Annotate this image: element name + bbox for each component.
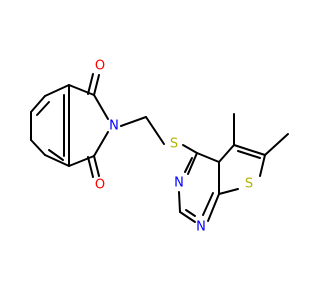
thioether-bond (182, 144, 198, 154)
oxygen-bottom-label: O (95, 178, 105, 193)
oxygen-top-label: O (95, 59, 105, 74)
thiophene-ring (218, 144, 266, 195)
benzene-ring (30, 84, 70, 167)
thiophene-sulfur-label: S (245, 177, 253, 192)
pyrimidine-nitrogen-bottom-label: N (196, 220, 206, 235)
imide-ring (68, 84, 109, 167)
thioether-sulfur-label: S (170, 137, 178, 152)
pyrimidine-ring (178, 152, 220, 223)
ethyl-linker (120, 116, 165, 145)
methyl-groups (233, 113, 289, 156)
pyrimidine-nitrogen-top-label: N (174, 176, 184, 191)
carbonyl-bonds (87, 73, 100, 178)
imide-nitrogen-label: N (109, 119, 119, 134)
molecule-structure: O O N S N N S (30, 59, 289, 235)
